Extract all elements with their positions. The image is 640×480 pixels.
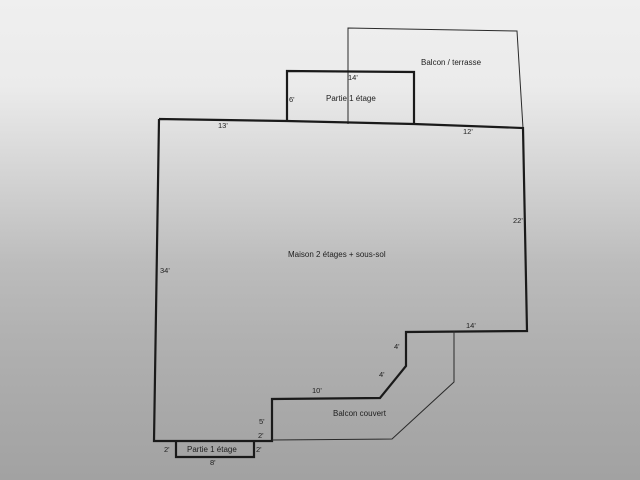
maison-outline: [152, 117, 529, 443]
balcon-terrasse-outline: [347, 27, 524, 129]
room-label-partie-bas: Partie 1 étage: [187, 445, 237, 454]
dimension-left-wall: 34': [160, 266, 170, 275]
dimension-diag-lower: 4': [379, 370, 385, 379]
dimension-top-left: 13': [218, 121, 228, 130]
partie-bas-outline: [174, 441, 256, 459]
dimension-bottom-right-small: 2': [256, 445, 262, 454]
dimension-step-small: 2': [258, 431, 264, 440]
room-label-balcon-terrasse: Balcon / terrasse: [421, 58, 482, 67]
dimension-bottom-right: 14': [466, 321, 476, 330]
dimension-step-vertical: 5': [259, 417, 265, 426]
dimension-partie-haut-height: 6': [289, 95, 295, 104]
room-label-balcon-couvert: Balcon couvert: [333, 409, 386, 418]
room-label-maison: Maison 2 étages + sous-sol: [288, 250, 386, 259]
balcon-couvert-outline: [271, 331, 455, 441]
dimension-partie-bas-width: 8': [210, 458, 216, 467]
room-label-partie-haut: Partie 1 étage: [326, 94, 376, 103]
dimension-diag-upper: 4': [394, 342, 400, 351]
partie-haut-outline: [285, 69, 416, 124]
dimension-top-right: 12': [463, 127, 473, 136]
dimension-middle-step: 10': [312, 386, 322, 395]
dimension-right-wall: 22': [513, 216, 523, 225]
dimension-partie-haut-width: 14': [348, 73, 358, 82]
dimension-bottom-left: 2': [164, 445, 170, 454]
